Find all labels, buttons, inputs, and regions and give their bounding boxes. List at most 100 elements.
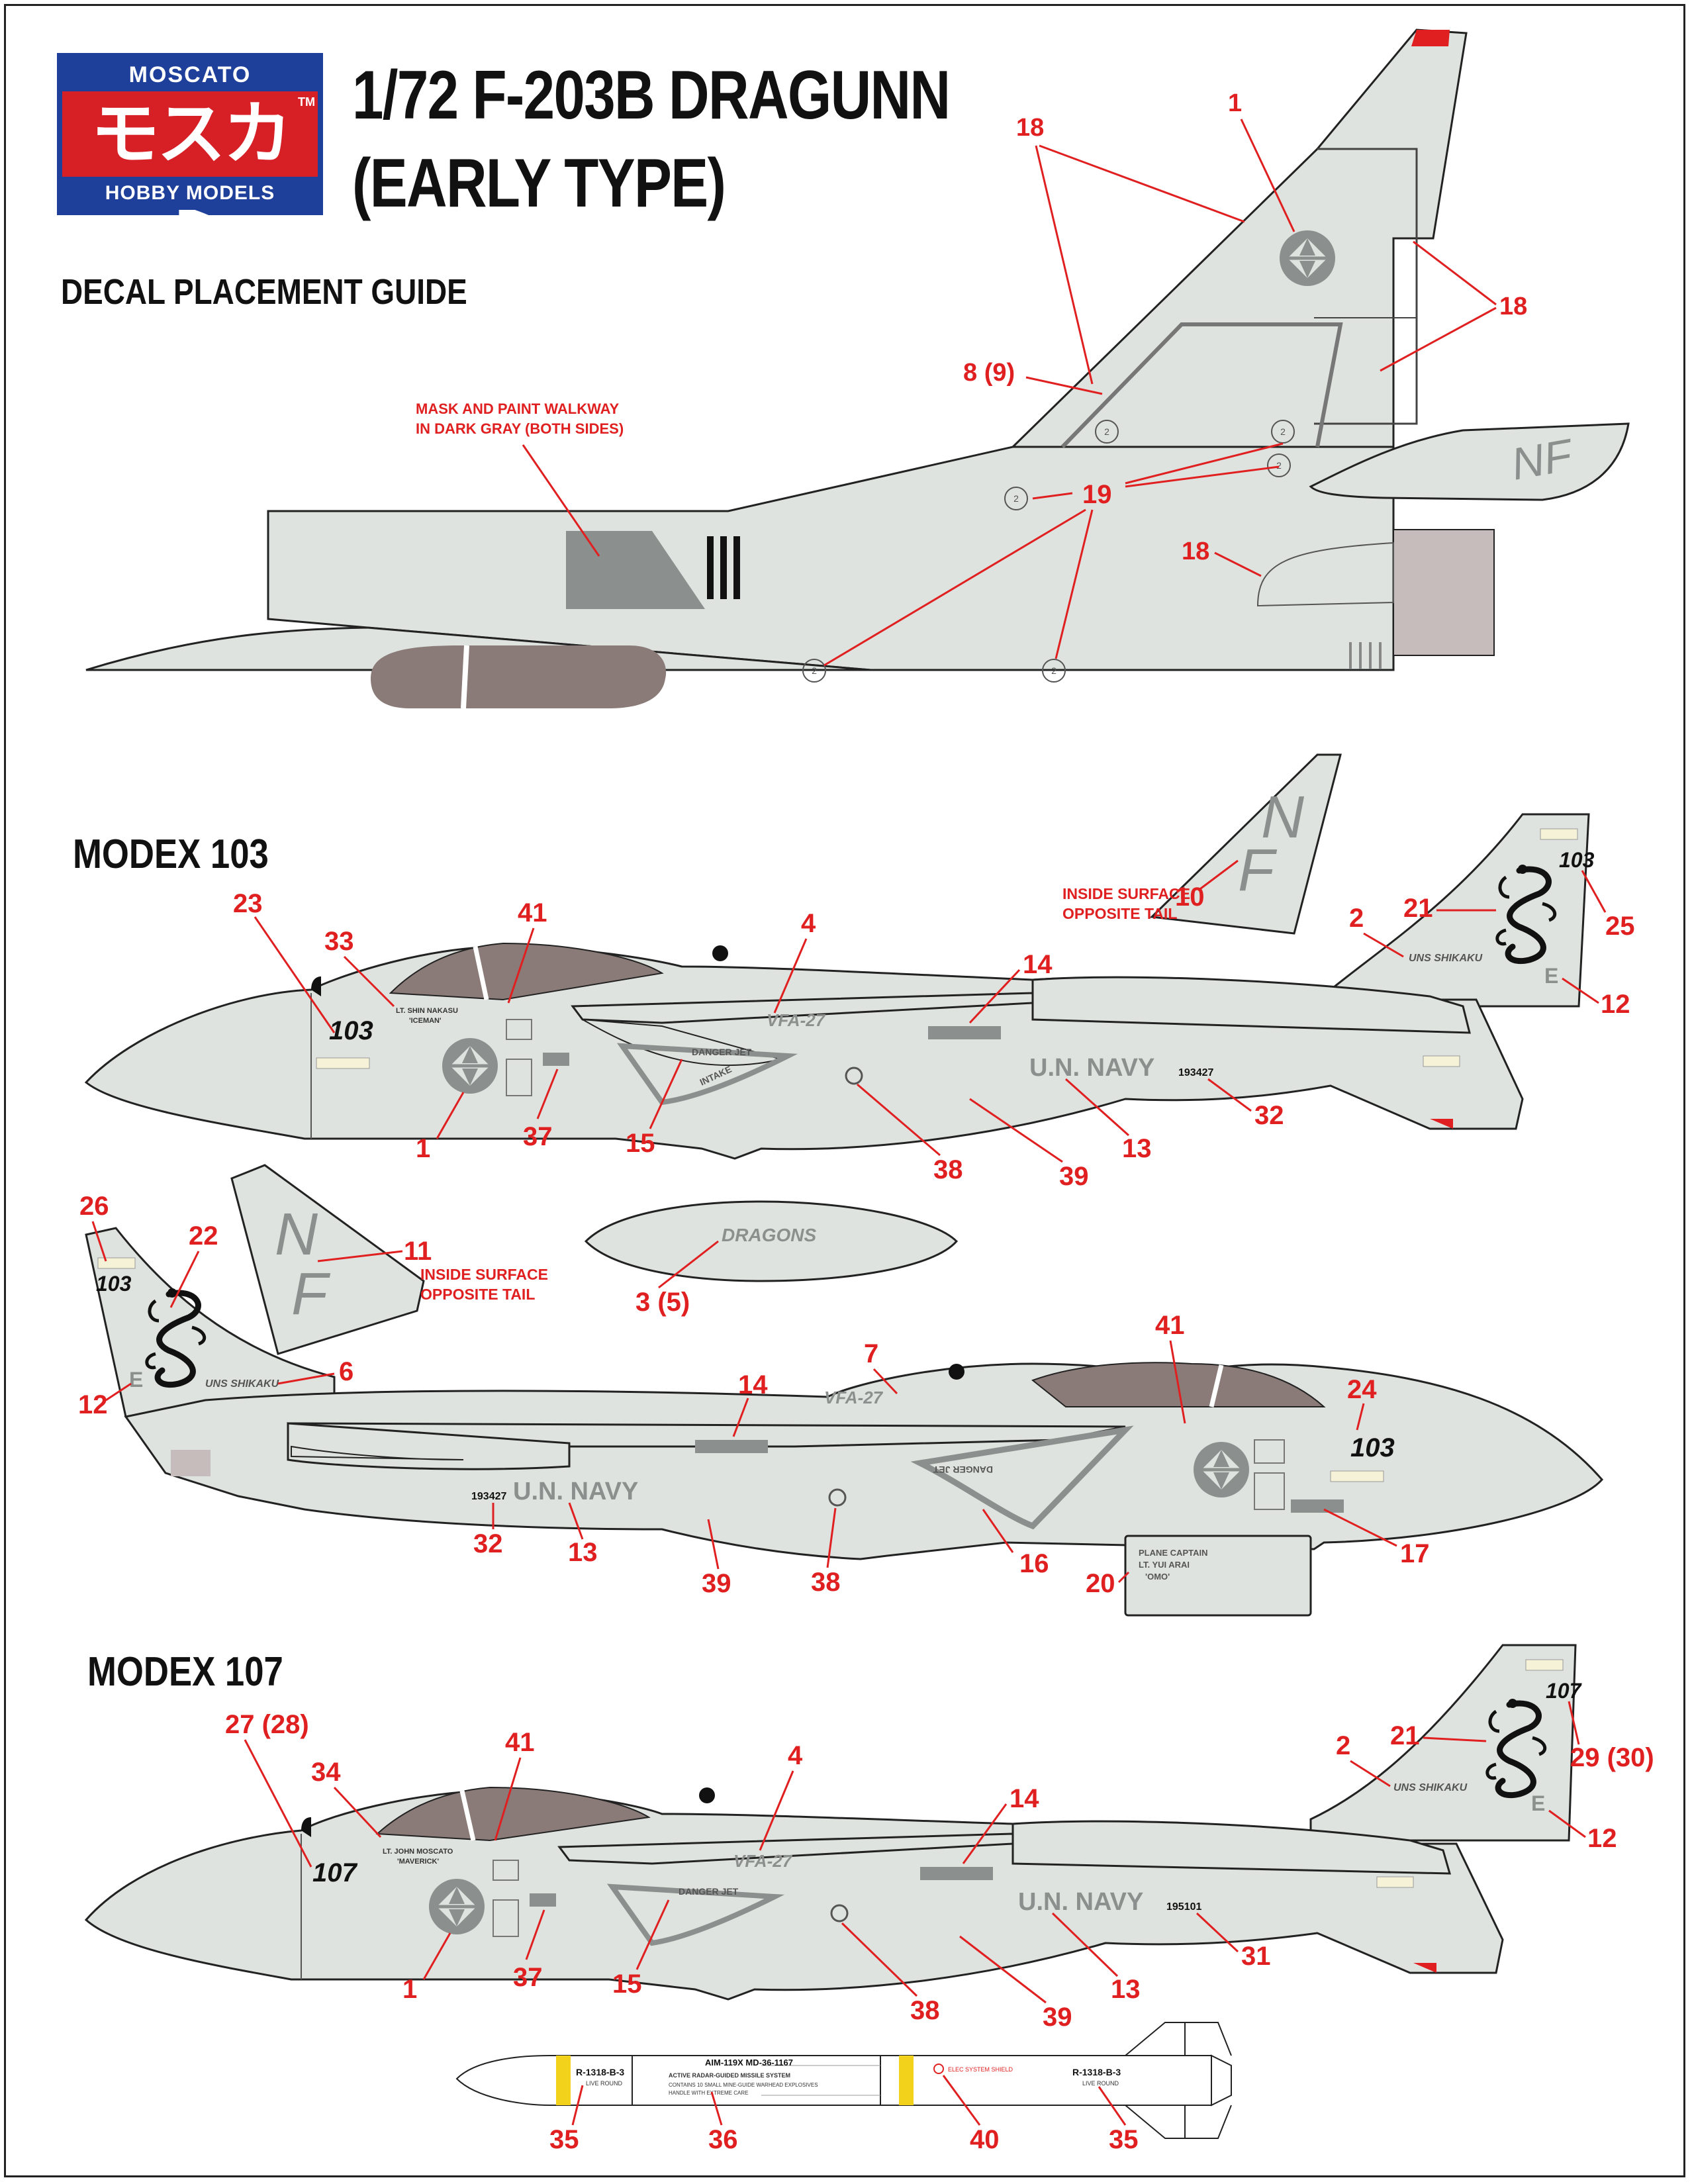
nose-modex-107: 107: [312, 1858, 357, 1887]
captain-line1: PLANE CAPTAIN: [1139, 1548, 1207, 1558]
callout-20: 20: [1086, 1569, 1115, 1598]
callout-32-103: 32: [1254, 1101, 1284, 1130]
callout-7: 7: [864, 1339, 878, 1368]
callout-1-107: 1: [402, 1975, 417, 2004]
callout-21-103: 21: [1403, 894, 1433, 923]
callout-12-right: 12: [78, 1390, 108, 1419]
callout-8-9: 8 (9): [963, 359, 1015, 387]
page-title-line1: 1/72 F-203B DRAGUNN: [352, 57, 951, 134]
missile-desc1: ACTIVE RADAR-GUIDED MISSILE SYSTEM: [669, 2072, 790, 2079]
inside-surface-11-line1: INSIDE SURFACE: [420, 1266, 548, 1283]
navy-103-right: U.N. NAVY: [513, 1478, 638, 1505]
callout-15-107: 15: [612, 1970, 642, 1999]
callout-38-right: 38: [811, 1568, 841, 1597]
callout-14-103: 14: [1023, 950, 1053, 979]
callout-29-30: 29 (30): [1570, 1743, 1654, 1772]
danger-jet-103: DANGER JET: [692, 1047, 752, 1057]
section-modex-103: MODEX 103: [73, 831, 269, 877]
callout-18-lower: 18: [1182, 538, 1209, 565]
fin-f-marking: F: [1238, 837, 1278, 904]
callout-41-103: 41: [518, 898, 547, 927]
logo-bottom-text: HOBBY MODELS: [62, 177, 318, 210]
nose-modex-103: 103: [329, 1016, 373, 1045]
callout-2-107: 2: [1336, 1731, 1350, 1760]
callout-38-103: 38: [933, 1155, 963, 1184]
callout-36: 36: [708, 2125, 738, 2154]
callout-18-right: 18: [1499, 293, 1527, 320]
page-title-line2: (EARLY TYPE): [352, 145, 726, 222]
danger-jet-107: DANGER JET: [679, 1886, 739, 1897]
callout-38-107: 38: [910, 1996, 940, 2025]
callout-26: 26: [79, 1192, 109, 1221]
fin-n-marking: N: [1261, 784, 1305, 851]
fin2-n-marking: N: [275, 1202, 318, 1268]
callout-39-right: 39: [702, 1569, 731, 1598]
pilot-107-line2: 'MAVERICK': [397, 1858, 439, 1866]
ship-name-103-right: UNS SHIKAKU: [205, 1378, 279, 1390]
missile-code-2: R-1318-B-3: [1072, 2067, 1121, 2077]
callout-22: 22: [189, 1221, 218, 1251]
section-modex-107: MODEX 107: [87, 1649, 283, 1695]
squadron-103-right: VFA-27: [824, 1388, 884, 1407]
callout-31: 31: [1241, 1942, 1271, 1971]
callout-16: 16: [1019, 1549, 1049, 1578]
moscato-logo: MOSCATO モスカト TM HOBBY MODELS: [57, 53, 323, 260]
modex-107-profile: 107 E UNS SHIKAKU DANGER JET 107 VFA-27 …: [84, 1644, 1583, 2001]
callout-12-103: 12: [1601, 990, 1630, 1019]
callout-24: 24: [1347, 1375, 1377, 1404]
missile-red-text: ELEC SYSTEM SHIELD: [948, 2066, 1013, 2073]
callout-34: 34: [311, 1758, 341, 1787]
pilot-107-line1: LT. JOHN MOSCATO: [383, 1848, 453, 1856]
ship-name-103: UNS SHIKAKU: [1409, 953, 1483, 964]
callout-2-103: 2: [1349, 904, 1364, 933]
tail-letter-e-107: E: [1531, 1791, 1545, 1815]
pilot-103-line1: LT. SHIN NAKASU: [396, 1007, 458, 1015]
callout-39-103: 39: [1059, 1162, 1089, 1191]
callout-4-103: 4: [801, 909, 816, 938]
tail-modex-107: 107: [1546, 1679, 1583, 1703]
captain-line2: LT. YUI ARAI: [1139, 1560, 1190, 1570]
tank-dragons: DRAGONS: [722, 1225, 816, 1245]
callout-11: 11: [404, 1237, 432, 1266]
missile-desc3: HANDLE WITH EXTREME CARE: [669, 2090, 748, 2096]
callout-23: 23: [233, 889, 263, 918]
navy-103: U.N. NAVY: [1029, 1054, 1154, 1082]
callout-13-107: 13: [1111, 1975, 1141, 2004]
callout-21-107: 21: [1390, 1721, 1420, 1750]
callout-10: 10: [1175, 882, 1205, 912]
callout-35-left: 35: [549, 2125, 579, 2154]
callout-1-103: 1: [416, 1134, 430, 1163]
missile-sub-2: LIVE ROUND: [1082, 2080, 1119, 2087]
ship-name-107: UNS SHIKAKU: [1393, 1782, 1468, 1793]
stab-nf-marking: NF: [1507, 430, 1577, 490]
callout-41-107: 41: [505, 1728, 535, 1757]
missile-name: AIM-119X MD-36-1167: [705, 2058, 793, 2067]
callout-13-right: 13: [568, 1538, 598, 1567]
navy-107: U.N. NAVY: [1018, 1888, 1143, 1916]
serial-103: 193427: [1178, 1067, 1213, 1078]
missile-code-1: R-1318-B-3: [576, 2067, 624, 2077]
inside-surface-10-line1: INSIDE SURFACE: [1062, 885, 1190, 902]
nose-modex-103-right: 103: [1350, 1433, 1395, 1462]
callout-37-103: 37: [523, 1122, 553, 1151]
callout-27-28: 27 (28): [225, 1710, 309, 1739]
squadron-107: VFA-27: [733, 1851, 793, 1871]
callout-1-top: 1: [1228, 89, 1242, 117]
captain-line3: 'OMO': [1145, 1572, 1170, 1582]
modex-103-left-profile: N F 103 E UNS SHIKAKU DANGER JET INTAKE …: [84, 753, 1595, 1160]
callout-39-107: 39: [1043, 2003, 1072, 2032]
fin2-f-marking: F: [291, 1261, 331, 1327]
squadron-103: VFA-27: [767, 1010, 826, 1030]
logo-top-text: MOSCATO: [62, 58, 318, 91]
callout-14-right: 14: [738, 1370, 768, 1400]
callout-18-top: 18: [1016, 114, 1044, 142]
tail-letter-e-right: E: [129, 1368, 143, 1392]
modex-103-right-profile: N F DRAGONS 103 E UNS SHIKAKU DANGER JET…: [85, 1164, 1603, 1617]
walkway-note-line2: IN DARK GRAY (BOTH SIDES): [416, 420, 624, 437]
page-border: [4, 4, 1685, 2177]
callout-15-103: 15: [626, 1129, 655, 1158]
callout-25: 25: [1605, 912, 1635, 941]
tail-letter-e: E: [1544, 964, 1558, 988]
logo-japanese-text: モスカト: [90, 93, 292, 260]
